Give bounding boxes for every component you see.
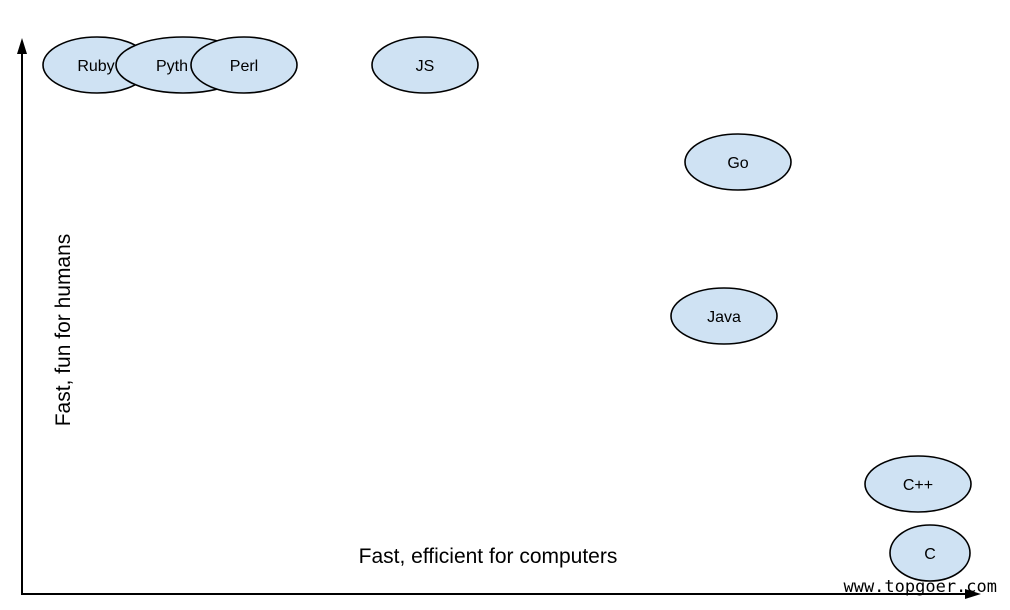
node-java-label: Java	[707, 309, 741, 326]
node-java-ellipse	[670, 287, 778, 345]
node-c: C	[889, 524, 971, 582]
x-axis-label: Fast, efficient for computers	[359, 545, 618, 568]
node-js-label: JS	[416, 58, 435, 75]
node-c-label: C	[924, 546, 936, 563]
x-axis-arrowhead	[965, 589, 981, 599]
node-cpp-ellipse	[864, 455, 972, 513]
node-java: Java	[670, 287, 778, 345]
node-python-label: Pyth	[156, 58, 188, 75]
node-go: Go	[684, 133, 792, 191]
node-perl-label: Perl	[230, 58, 258, 75]
node-js: JS	[371, 36, 479, 94]
node-go-ellipse	[684, 133, 792, 191]
node-c-ellipse	[889, 524, 971, 582]
node-perl: Perl	[190, 36, 298, 94]
node-cpp-label: C++	[903, 477, 933, 494]
node-perl-ellipse	[190, 36, 298, 94]
y-axis-arrowhead	[17, 38, 27, 54]
node-cpp: C++	[864, 455, 972, 513]
node-js-ellipse	[371, 36, 479, 94]
node-go-label: Go	[727, 155, 748, 172]
node-ruby-label: Ruby	[77, 58, 114, 75]
watermark-text: www.topgoer.com	[843, 577, 997, 597]
y-axis-label: Fast, fun for humans	[52, 234, 75, 427]
